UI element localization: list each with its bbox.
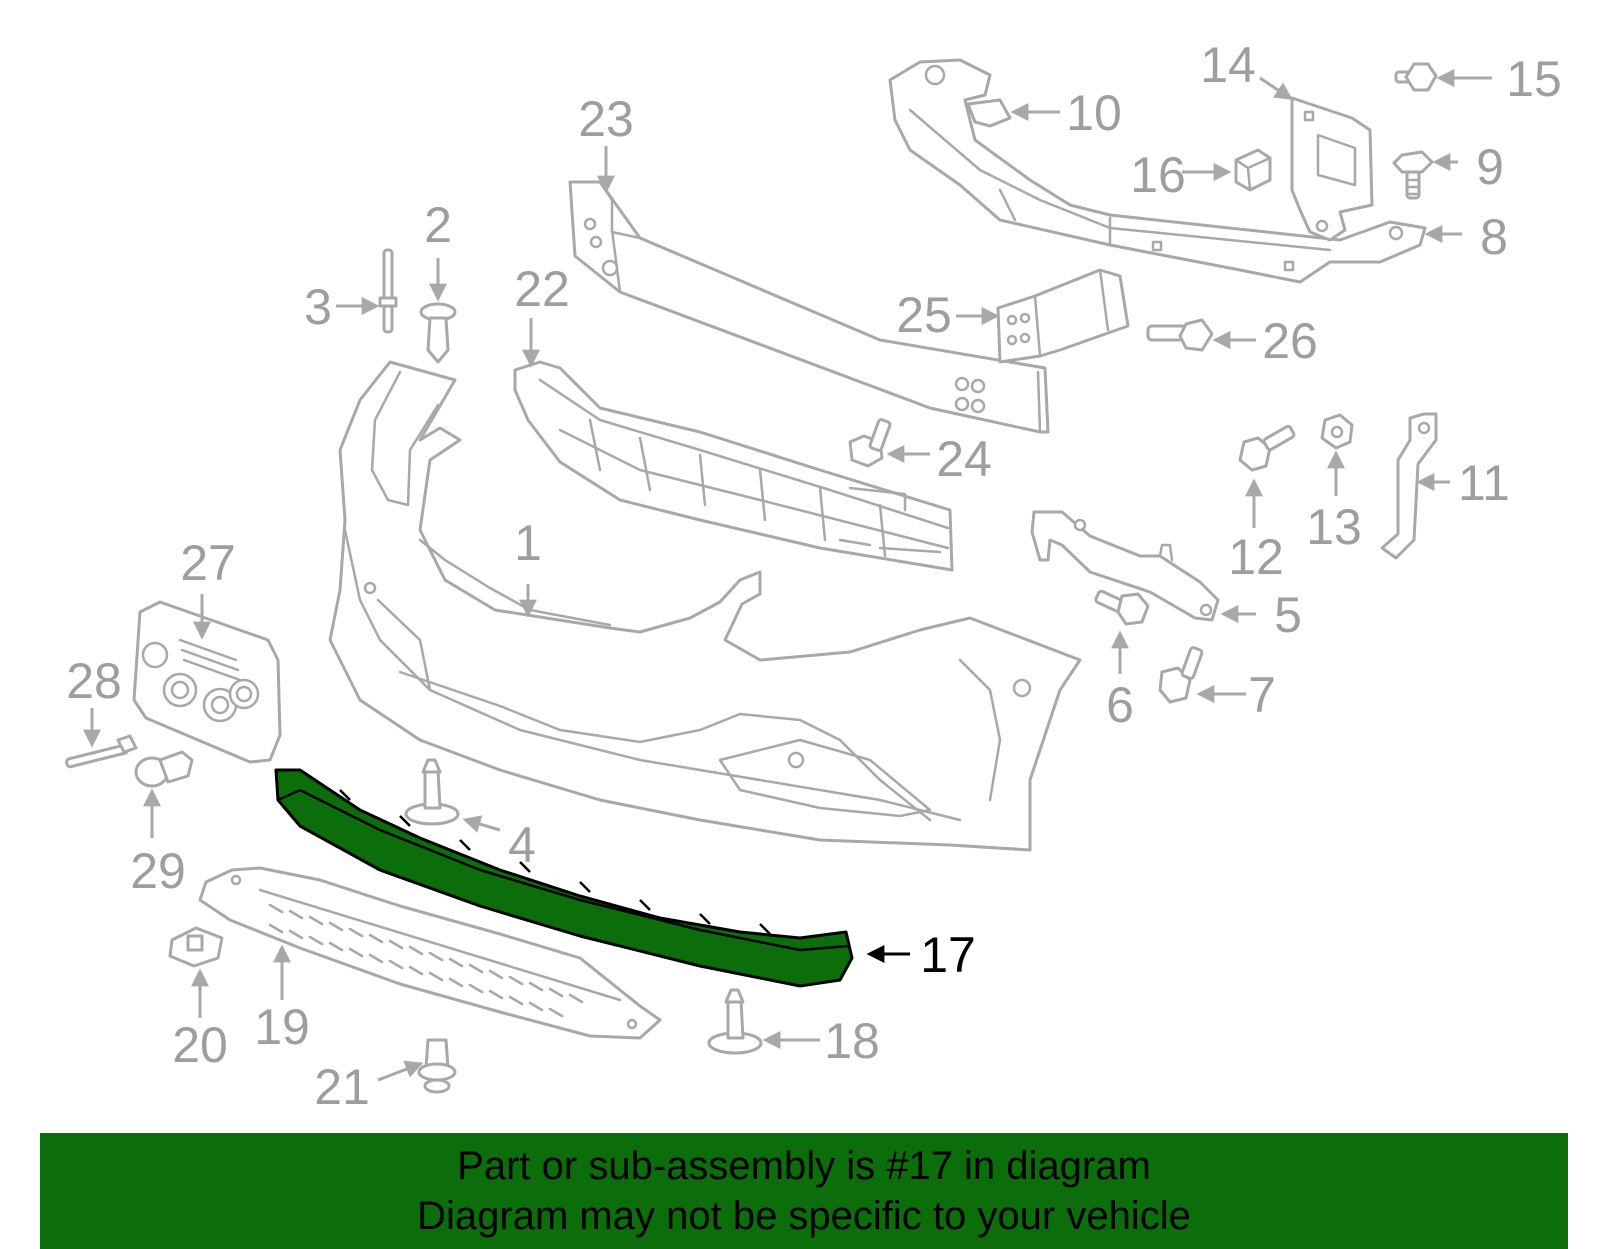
- part-26-bolt: [1146, 318, 1214, 352]
- banner-line-disclaimer: Diagram may not be specific to your vehi…: [417, 1194, 1191, 1238]
- callout-10: 10: [1066, 85, 1122, 141]
- callout-1: 1: [514, 515, 542, 571]
- part-22-absorber: [513, 360, 954, 572]
- callout-20: 20: [172, 1017, 228, 1073]
- callout-29: 29: [130, 843, 186, 899]
- part-2-clip: [419, 302, 457, 364]
- part-4-push-clip: [404, 758, 460, 826]
- info-banner: Part or sub-assembly is #17 in diagram D…: [40, 1133, 1568, 1249]
- part-5-bracket: [1030, 510, 1220, 622]
- part-9-bolt: [1392, 150, 1434, 200]
- callout-13: 13: [1306, 499, 1362, 555]
- part-28-pin: [65, 734, 138, 769]
- part-12-bolt: [1238, 424, 1296, 472]
- part-23-reinforcement-beam: [568, 180, 1050, 434]
- callout-28: 28: [66, 653, 122, 709]
- callout-17: 17: [920, 927, 976, 983]
- callout-8: 8: [1480, 209, 1508, 265]
- part-18-push-clip: [707, 988, 763, 1055]
- part-14-bracket: [1290, 96, 1374, 242]
- part-16-clip: [1234, 148, 1272, 192]
- part-3-pin: [378, 248, 398, 334]
- part-29-clip: [134, 750, 194, 788]
- callout-3: 3: [304, 279, 332, 335]
- part-17-lower-spoiler: [274, 768, 854, 988]
- part-6-bolt: [1094, 589, 1150, 626]
- callout-11: 11: [1458, 455, 1510, 511]
- callout-15: 15: [1506, 51, 1562, 107]
- part-20-clip: [168, 926, 224, 968]
- callout-12: 12: [1228, 529, 1284, 585]
- callout-16: 16: [1130, 147, 1186, 203]
- callout-14: 14: [1200, 37, 1256, 93]
- callout-18: 18: [824, 1013, 880, 1069]
- part-24-bolt: [848, 418, 892, 468]
- callout-2: 2: [424, 197, 452, 253]
- part-1-bumper-fascia: [328, 360, 1082, 852]
- callout-25: 25: [896, 287, 952, 343]
- part-8-upper-crossmember: [888, 58, 1427, 284]
- parts-diagram: 1 2 3 4 5 6 7 8 9 10 11 12 13 14 15 16 1…: [65, 37, 1562, 1115]
- banner-line-part-number: Part or sub-assembly is #17 in diagram: [457, 1144, 1151, 1188]
- part-13-nut: [1320, 413, 1354, 450]
- part-27-license-bracket: [132, 600, 282, 764]
- callout-26: 26: [1262, 313, 1318, 369]
- callout-22: 22: [514, 261, 570, 317]
- part-25-crash-box: [996, 268, 1130, 364]
- callout-5: 5: [1274, 587, 1302, 643]
- part-15-bolt: [1394, 62, 1438, 92]
- callout-7: 7: [1248, 667, 1276, 723]
- callout-21: 21: [314, 1059, 370, 1115]
- part-7-bolt: [1158, 646, 1204, 704]
- part-11-bracket: [1380, 412, 1438, 560]
- callout-23: 23: [578, 91, 634, 147]
- part-21-clip: [417, 1038, 457, 1094]
- part-10-clip: [966, 98, 1012, 128]
- callout-9: 9: [1476, 139, 1504, 195]
- part-19-undercover: [198, 866, 662, 1040]
- callout-6: 6: [1106, 677, 1134, 733]
- leader-arrows: [83, 69, 1492, 1082]
- callout-labels: 1 2 3 4 5 6 7 8 9 10 11 12 13 14 15 16 1…: [66, 37, 1562, 1115]
- callout-27: 27: [180, 535, 236, 591]
- callout-19: 19: [254, 999, 310, 1055]
- callout-4: 4: [508, 817, 536, 873]
- callout-24: 24: [936, 431, 992, 487]
